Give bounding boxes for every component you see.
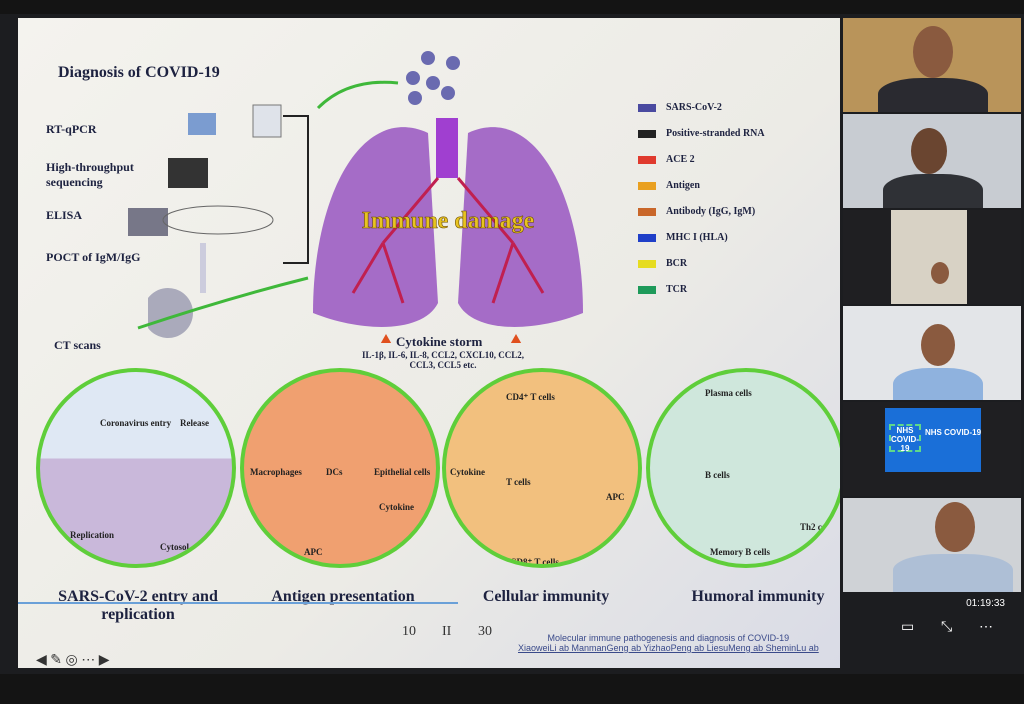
call-elapsed-time: 01:19:33 [966, 598, 1005, 609]
caption-cellular: Cellular immunity [482, 588, 610, 605]
legend-item: MHC I (HLA) [638, 232, 728, 243]
screen: Diagnosis of COVID-19 RT-qPCR High-throu… [0, 14, 1024, 674]
diagnosis-item: High-throughput sequencing [46, 160, 134, 189]
legend-item: SARS-CoV-2 [638, 102, 722, 113]
legend-swatch-icon [638, 181, 656, 190]
presentation-slide: Diagnosis of COVID-19 RT-qPCR High-throu… [18, 18, 840, 668]
footer-authors: XiaoweiLi ab ManmanGeng ab YizhaoPeng ab… [518, 643, 819, 653]
lungs-illustration: Immune damage [313, 51, 583, 343]
slide-footer: Molecular immune pathogenesis and diagno… [518, 633, 819, 653]
legend-label: Antigen [666, 180, 700, 191]
footer-title: Molecular immune pathogenesis and diagno… [547, 633, 790, 643]
legend-swatch-icon [638, 103, 656, 112]
legend-item: BCR [638, 258, 687, 269]
pause-button[interactable]: II [442, 624, 452, 639]
participant-tile[interactable] [843, 210, 1021, 304]
legend-swatch-icon [638, 155, 656, 164]
legend-swatch-icon [638, 285, 656, 294]
legend-item: TCR [638, 284, 687, 295]
legend-label: BCR [666, 258, 688, 269]
legend-swatch-icon [638, 129, 656, 138]
nhs-badge-sub: COVID-19 [891, 435, 919, 453]
nhs-title: NHS COVID-19 [925, 428, 982, 437]
participant-tile[interactable] [843, 498, 1021, 592]
participant-tile[interactable] [843, 306, 1021, 400]
legend-swatch-icon [638, 207, 656, 216]
caption-antigen: Antigen presentation [271, 588, 415, 605]
diagnosis-item: RT-qPCR [46, 122, 97, 136]
video-progress-bar[interactable] [18, 602, 458, 604]
diagnosis-illustrations [128, 80, 399, 338]
legend-label: Antibody (IgG, IgM) [666, 206, 756, 217]
legend-label: MHC I (HLA) [666, 232, 728, 243]
rewind-10-button[interactable]: 10 [402, 624, 416, 639]
legend-swatch-icon [638, 259, 656, 268]
participant-tile[interactable] [843, 114, 1021, 208]
legend-label: TCR [666, 284, 688, 295]
cytokine-storm-title: Cytokine storm [396, 334, 483, 349]
legend-item: ACE 2 [638, 154, 695, 165]
minimize-icon[interactable]: ⤡ [941, 618, 953, 634]
legend-label: SARS-CoV-2 [666, 102, 722, 113]
diagnosis-item: POCT of IgM/IgG [46, 250, 141, 264]
more-options-icon[interactable]: ⋯ [979, 618, 993, 634]
picture-in-picture-icon[interactable]: ▭ [901, 618, 915, 634]
lung-label: Immune damage [362, 208, 535, 234]
legend-swatch-icon [638, 233, 656, 242]
legend-item: Positive-stranded RNA [638, 128, 765, 139]
diagnosis-title: Diagnosis of COVID-19 [58, 64, 220, 81]
legend-label: Positive-stranded RNA [666, 128, 765, 139]
forward-30-button[interactable]: 30 [478, 624, 492, 639]
legend-item: Antigen [638, 180, 700, 191]
cytokine-list: IL-1β, IL-6, IL-8, CCL2, CXCL10, CCL2, C… [361, 350, 524, 370]
caption-humoral: Humoral immunity [691, 588, 825, 605]
nhs-badge: NHS [896, 426, 914, 435]
legend-label: ACE 2 [666, 154, 695, 165]
caption-entry: SARS-CoV-2 entry and replication [58, 588, 218, 623]
legend-item: Antibody (IgG, IgM) [638, 206, 755, 217]
diagnosis-item: CT scans [54, 338, 101, 352]
participant-tile[interactable] [843, 18, 1021, 112]
diagnosis-item: ELISA [46, 208, 83, 222]
slide-nav-toolbar[interactable]: ◀ ✎ ◎ ⋯ ▶ [36, 653, 110, 668]
